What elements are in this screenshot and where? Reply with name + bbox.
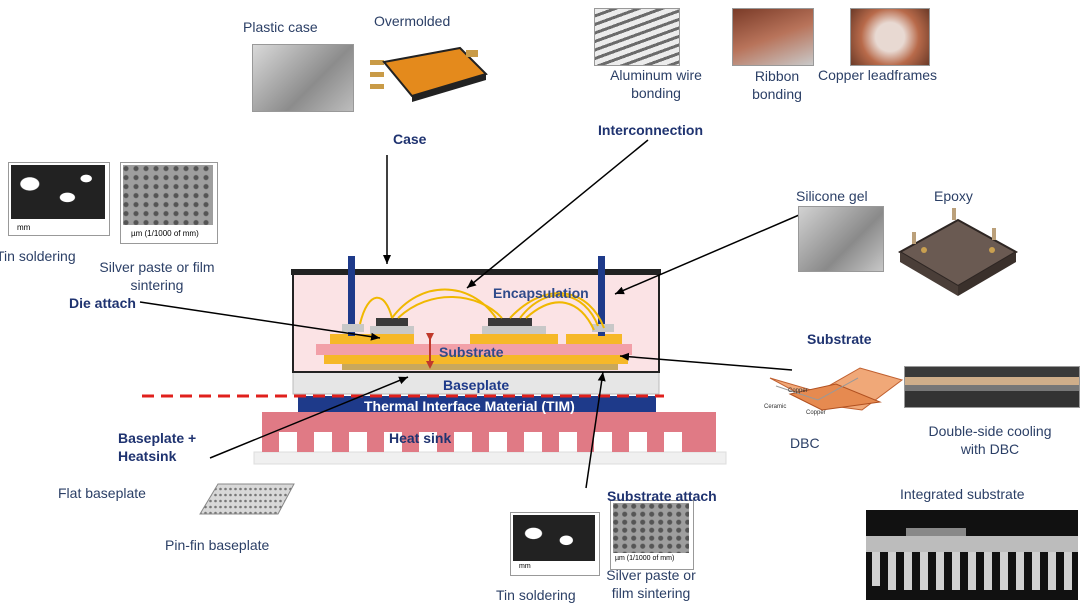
dbc-ceramic-tag: Ceramic — [764, 404, 786, 410]
pinfin-baseplate-label: Pin-fin baseplate — [165, 537, 270, 553]
integrated-substrate-label: Integrated substrate — [900, 486, 1025, 502]
chip-die-2 — [488, 318, 532, 326]
substrate-layer-label: Substrate — [439, 344, 504, 360]
substrate-ceramic — [316, 344, 632, 355]
substrate-top-copper-mid — [470, 334, 558, 344]
dbc-copper-tag: Copper — [788, 388, 808, 394]
sub-silver-scale: µm (1/1000 of mm) — [615, 555, 675, 562]
sub-silver-micrograph: µm (1/1000 of mm) — [610, 500, 694, 570]
die-attach-layer — [370, 326, 414, 334]
substrate-bottom-solder — [342, 364, 618, 370]
double-side-cooling-photo — [904, 366, 1080, 408]
pointer-arrows — [139, 139, 807, 489]
heatsink-label: Heat sink — [389, 430, 452, 446]
pinfin-baseplate-photo — [198, 480, 296, 520]
die-silver-scale: µm (1/1000 of mm) — [131, 229, 199, 238]
dbc-label: DBC — [790, 435, 820, 451]
substrate-heading: Substrate — [807, 331, 872, 347]
integrated-substrate-photo — [866, 510, 1078, 600]
silicone-gel-photo — [798, 206, 884, 272]
silicone-gel-label: Silicone gel — [796, 188, 868, 204]
dbc-copper-tag-2: Copper — [806, 410, 826, 416]
epoxy-label: Epoxy — [934, 188, 973, 204]
copper-leadframes-label: Copper leadframes — [818, 67, 938, 83]
copper-leadframe-photo — [850, 8, 930, 66]
sub-tin-scale: mm — [519, 563, 531, 570]
epoxy-module-photo — [892, 204, 1024, 300]
aluminum-wire-photo — [594, 8, 680, 66]
substrate-attach-heading: Substrate attach — [607, 488, 717, 504]
overmolded-label: Overmolded — [374, 13, 451, 29]
encapsulation-label: Encapsulation — [493, 285, 589, 301]
sub-tin-label: Tin soldering — [496, 587, 576, 603]
heat-sink — [262, 412, 716, 452]
ribbon-bonding-photo — [732, 8, 814, 66]
die-tin-scale: mm — [17, 223, 31, 232]
power-terminal-right — [598, 256, 605, 336]
die-tin-micrograph: mm — [8, 162, 110, 236]
substrate-top-copper-left — [330, 334, 414, 344]
substrate-bottom-copper — [324, 355, 628, 364]
die-silver-micrograph: µm (1/1000 of mm) — [120, 162, 218, 244]
tim-label: Thermal Interface Material (TIM) — [364, 398, 575, 414]
plastic-case-label: Plastic case — [243, 19, 318, 35]
plastic-case-photo — [252, 44, 354, 112]
substrate-top-copper-right — [566, 334, 622, 344]
tim-layer — [298, 396, 656, 412]
die-tin-label: Tin soldering — [0, 248, 76, 264]
sub-tin-micrograph: mm — [510, 512, 600, 576]
interconnection-heading: Interconnection — [598, 122, 704, 138]
baseplate-layer-label: Baseplate — [443, 377, 510, 393]
overmolded-photo — [360, 40, 500, 112]
baseplate-heatsink-heading: Baseplate +Heatsink — [118, 430, 197, 464]
case-lid — [291, 269, 661, 275]
chip-die — [376, 318, 408, 326]
die-attach-heading: Die attach — [69, 295, 136, 311]
power-terminal-left — [348, 256, 355, 336]
dbc-illustration: Copper Ceramic Copper — [764, 367, 904, 416]
wire-bonds — [359, 288, 605, 331]
flat-baseplate-label: Flat baseplate — [58, 485, 146, 501]
case-heading: Case — [393, 131, 427, 147]
heatsink-base-shadow — [253, 451, 727, 465]
